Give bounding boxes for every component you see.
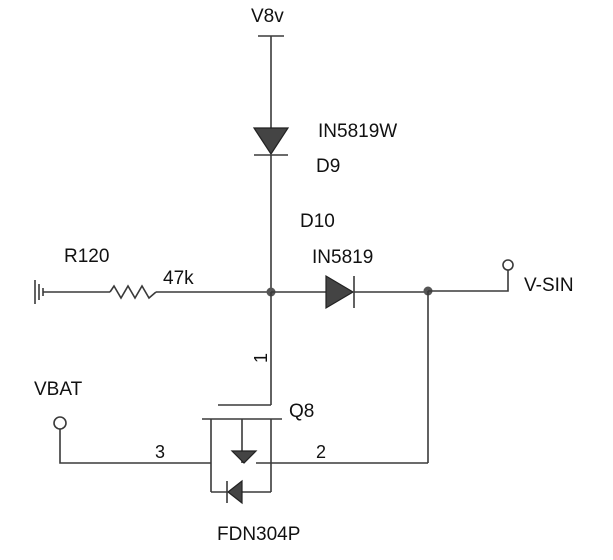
q8-pin-source: 3 — [155, 442, 165, 462]
q8-ref-label: Q8 — [289, 401, 314, 422]
r120-ref-label: R120 — [64, 246, 109, 267]
d9-part-label: IN5819W — [318, 121, 397, 142]
diode-d9 — [252, 127, 290, 156]
d10-ref-label: D10 — [300, 211, 335, 232]
d10-part-label: IN5819 — [312, 247, 373, 268]
wire-vbat-to-source — [59, 429, 211, 464]
resistor-r120 — [109, 284, 157, 300]
diode-d9-triangle — [252, 127, 290, 156]
vbat-label: VBAT — [34, 379, 83, 400]
terminal-v-sin — [502, 259, 514, 271]
terminal-vbat — [53, 416, 67, 430]
q8-body-diode-triangle — [227, 479, 243, 505]
wire-output-to-terminal — [428, 270, 509, 292]
mosfet-q8 — [202, 418, 282, 505]
ground-symbol — [34, 280, 44, 304]
supply-label: V8v — [251, 6, 284, 27]
r120-value-label: 47k — [163, 268, 194, 289]
output-label: V-SIN — [524, 275, 574, 296]
diode-d10-triangle — [325, 274, 355, 310]
diode-d10 — [325, 274, 355, 310]
q8-pin-drain: 2 — [316, 442, 326, 462]
d9-ref-label: D9 — [316, 156, 340, 177]
supply-rail-v8v — [258, 35, 284, 128]
q8-part-label: FDN304P — [217, 524, 300, 545]
q8-body-arrow — [230, 450, 258, 464]
q8-pin-gate: 1 — [251, 353, 271, 363]
